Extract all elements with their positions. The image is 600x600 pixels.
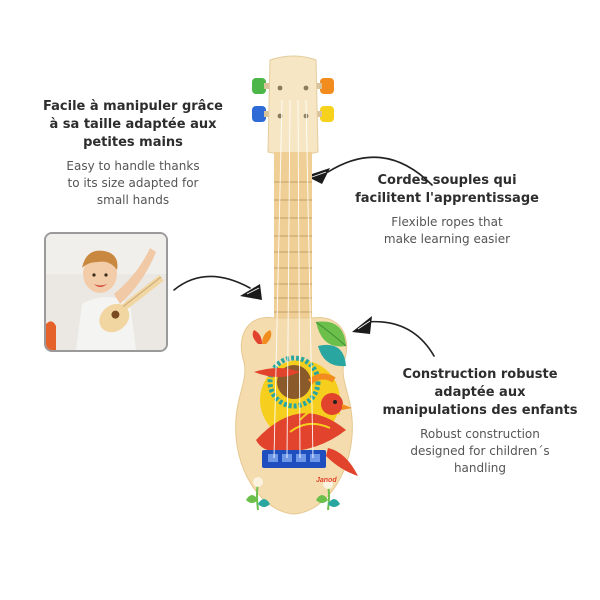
flowers: [246, 477, 340, 511]
bird: [254, 368, 358, 476]
text-line: handling: [453, 461, 507, 475]
text-line: small hands: [96, 193, 170, 207]
child-photo-illustration: [46, 234, 166, 350]
text-line: à sa taille adaptée aux: [49, 117, 217, 132]
arrow-size: [173, 275, 251, 291]
text-line: Cordes souples qui: [377, 173, 517, 188]
feature-flexible-strings: Cordes souples qui facilitent l'apprenti…: [352, 172, 542, 248]
feature-title-fr: Construction robuste adaptée aux manipul…: [380, 366, 580, 420]
text-line: Facile à manipuler grâce: [43, 99, 223, 114]
brand-logo: Janod: [316, 477, 337, 484]
text-line: to its size adapted for: [67, 176, 199, 190]
tuning-pegs: [252, 78, 334, 122]
feature-desc-en: Robust construction designed for childre…: [380, 426, 580, 477]
feature-title-fr: Facile à manipuler grâce à sa taille ada…: [38, 98, 228, 152]
headstock: [267, 55, 319, 156]
text-line: Flexible ropes that: [391, 215, 503, 229]
sound-hole: [277, 365, 311, 399]
text-line: manipulations des enfants: [382, 403, 578, 418]
feature-desc-en: Easy to handle thanks to its size adapte…: [38, 158, 228, 209]
bridge: [262, 450, 326, 468]
text-line: petites mains: [83, 135, 183, 150]
feature-small-hands: Facile à manipuler grâce à sa taille ada…: [38, 98, 228, 209]
feature-desc-en: Flexible ropes that make learning easier: [352, 214, 542, 248]
text-line: facilitent l'apprentissage: [355, 191, 539, 206]
child-photo: [44, 232, 168, 352]
ukulele-body: [235, 317, 353, 515]
text-line: Construction robuste: [402, 367, 558, 382]
text-line: designed for children´s: [410, 444, 550, 458]
text-line: Robust construction: [420, 427, 540, 441]
text-line: Easy to handle thanks: [66, 159, 200, 173]
text-line: adaptée aux: [434, 385, 526, 400]
feature-title-fr: Cordes souples qui facilitent l'apprenti…: [352, 172, 542, 208]
text-line: make learning easier: [383, 232, 511, 246]
feature-robust-construction: Construction robuste adaptée aux manipul…: [380, 366, 580, 477]
butterfly: [252, 330, 272, 344]
arrow-construction: [365, 320, 435, 357]
fretboard: [274, 152, 312, 328]
